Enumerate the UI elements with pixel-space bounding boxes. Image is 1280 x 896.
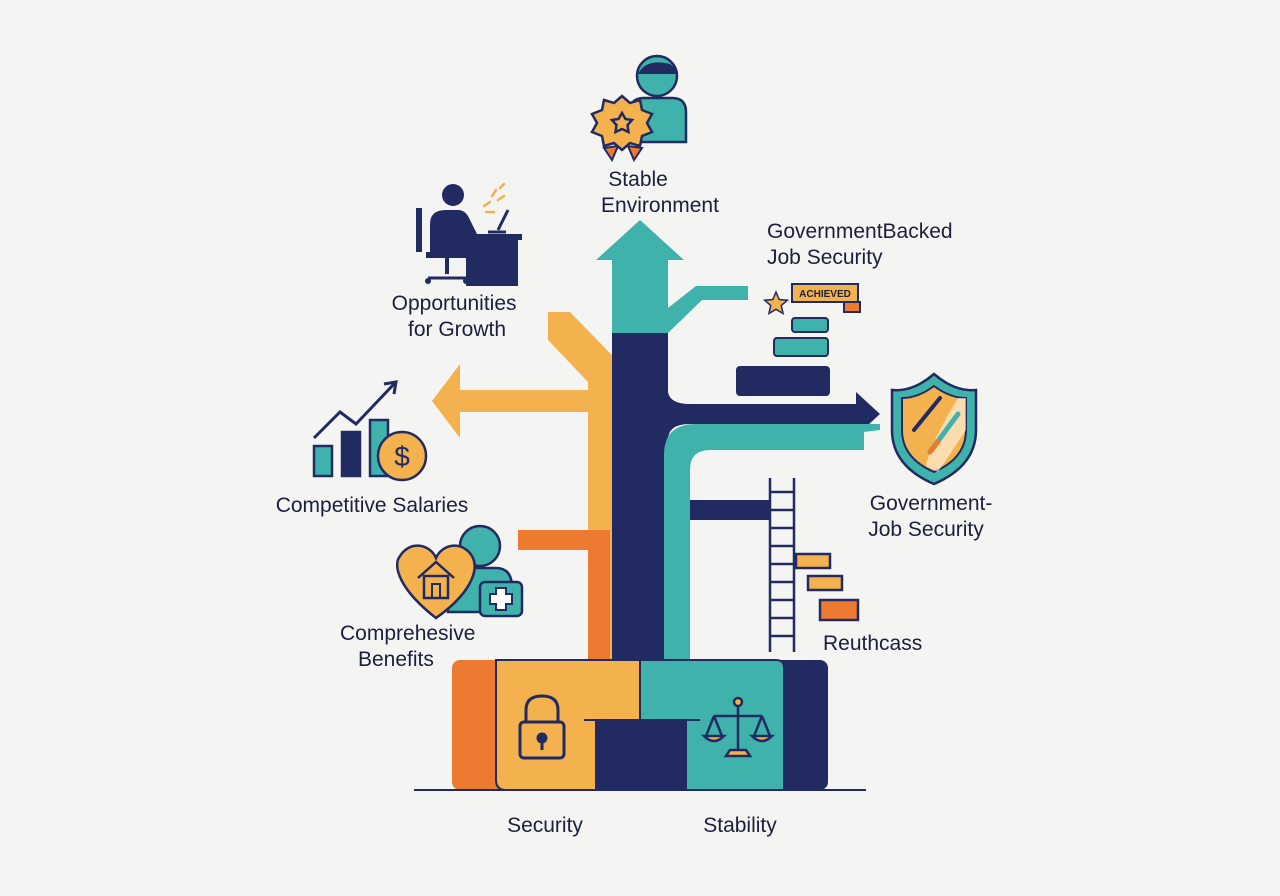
- orange-branch: [518, 530, 610, 660]
- teal-branch: [596, 220, 748, 333]
- person-with-award-icon: [590, 54, 688, 163]
- person-at-desk-icon: [416, 184, 522, 286]
- base: [414, 659, 866, 791]
- sparkle-icon: [482, 182, 506, 214]
- label-opportunities-for-growth: Opportunities for Growth: [392, 292, 523, 341]
- scales-icon: [700, 696, 776, 758]
- label-government-job-security: Government- Job Security: [868, 492, 998, 541]
- tree: [432, 220, 880, 660]
- achieved-stack: ACHIEVED: [736, 283, 861, 396]
- achieved-badge-text: ACHIEVED: [799, 289, 851, 300]
- label-competitive-salaries: Competitive Salaries: [276, 494, 469, 517]
- padlock-icon: [518, 694, 566, 760]
- label-comprehensive-benefits: Comprehesive Benefits: [340, 622, 481, 671]
- navy-branch: [612, 333, 880, 660]
- label-security: Security: [507, 814, 583, 837]
- growth-chart-dollar-icon: $: [312, 380, 428, 482]
- label-stable-environment: Stable Environment: [601, 168, 719, 217]
- svg-text:$: $: [394, 441, 410, 472]
- star-icon: [762, 290, 790, 316]
- stack-block-1: [791, 317, 829, 333]
- base-center-navy: [592, 720, 688, 790]
- heart-home-health-icon: [395, 524, 524, 620]
- teal-branch-lower: [664, 424, 880, 660]
- shield-icon: [890, 372, 978, 486]
- ladder-icon: [768, 478, 860, 652]
- base-teal-panel: [639, 659, 785, 791]
- stack-block-2: [773, 337, 829, 357]
- labels: Stable Environment Opportunities for Gro…: [276, 168, 998, 837]
- achieved-badge: [791, 283, 859, 303]
- label-government-backed: GovernmentBacked Job Security: [767, 220, 958, 269]
- stack-block-3: [736, 366, 830, 396]
- label-stability: Stability: [703, 814, 777, 837]
- label-reuthcass: Reuthcass: [823, 632, 922, 655]
